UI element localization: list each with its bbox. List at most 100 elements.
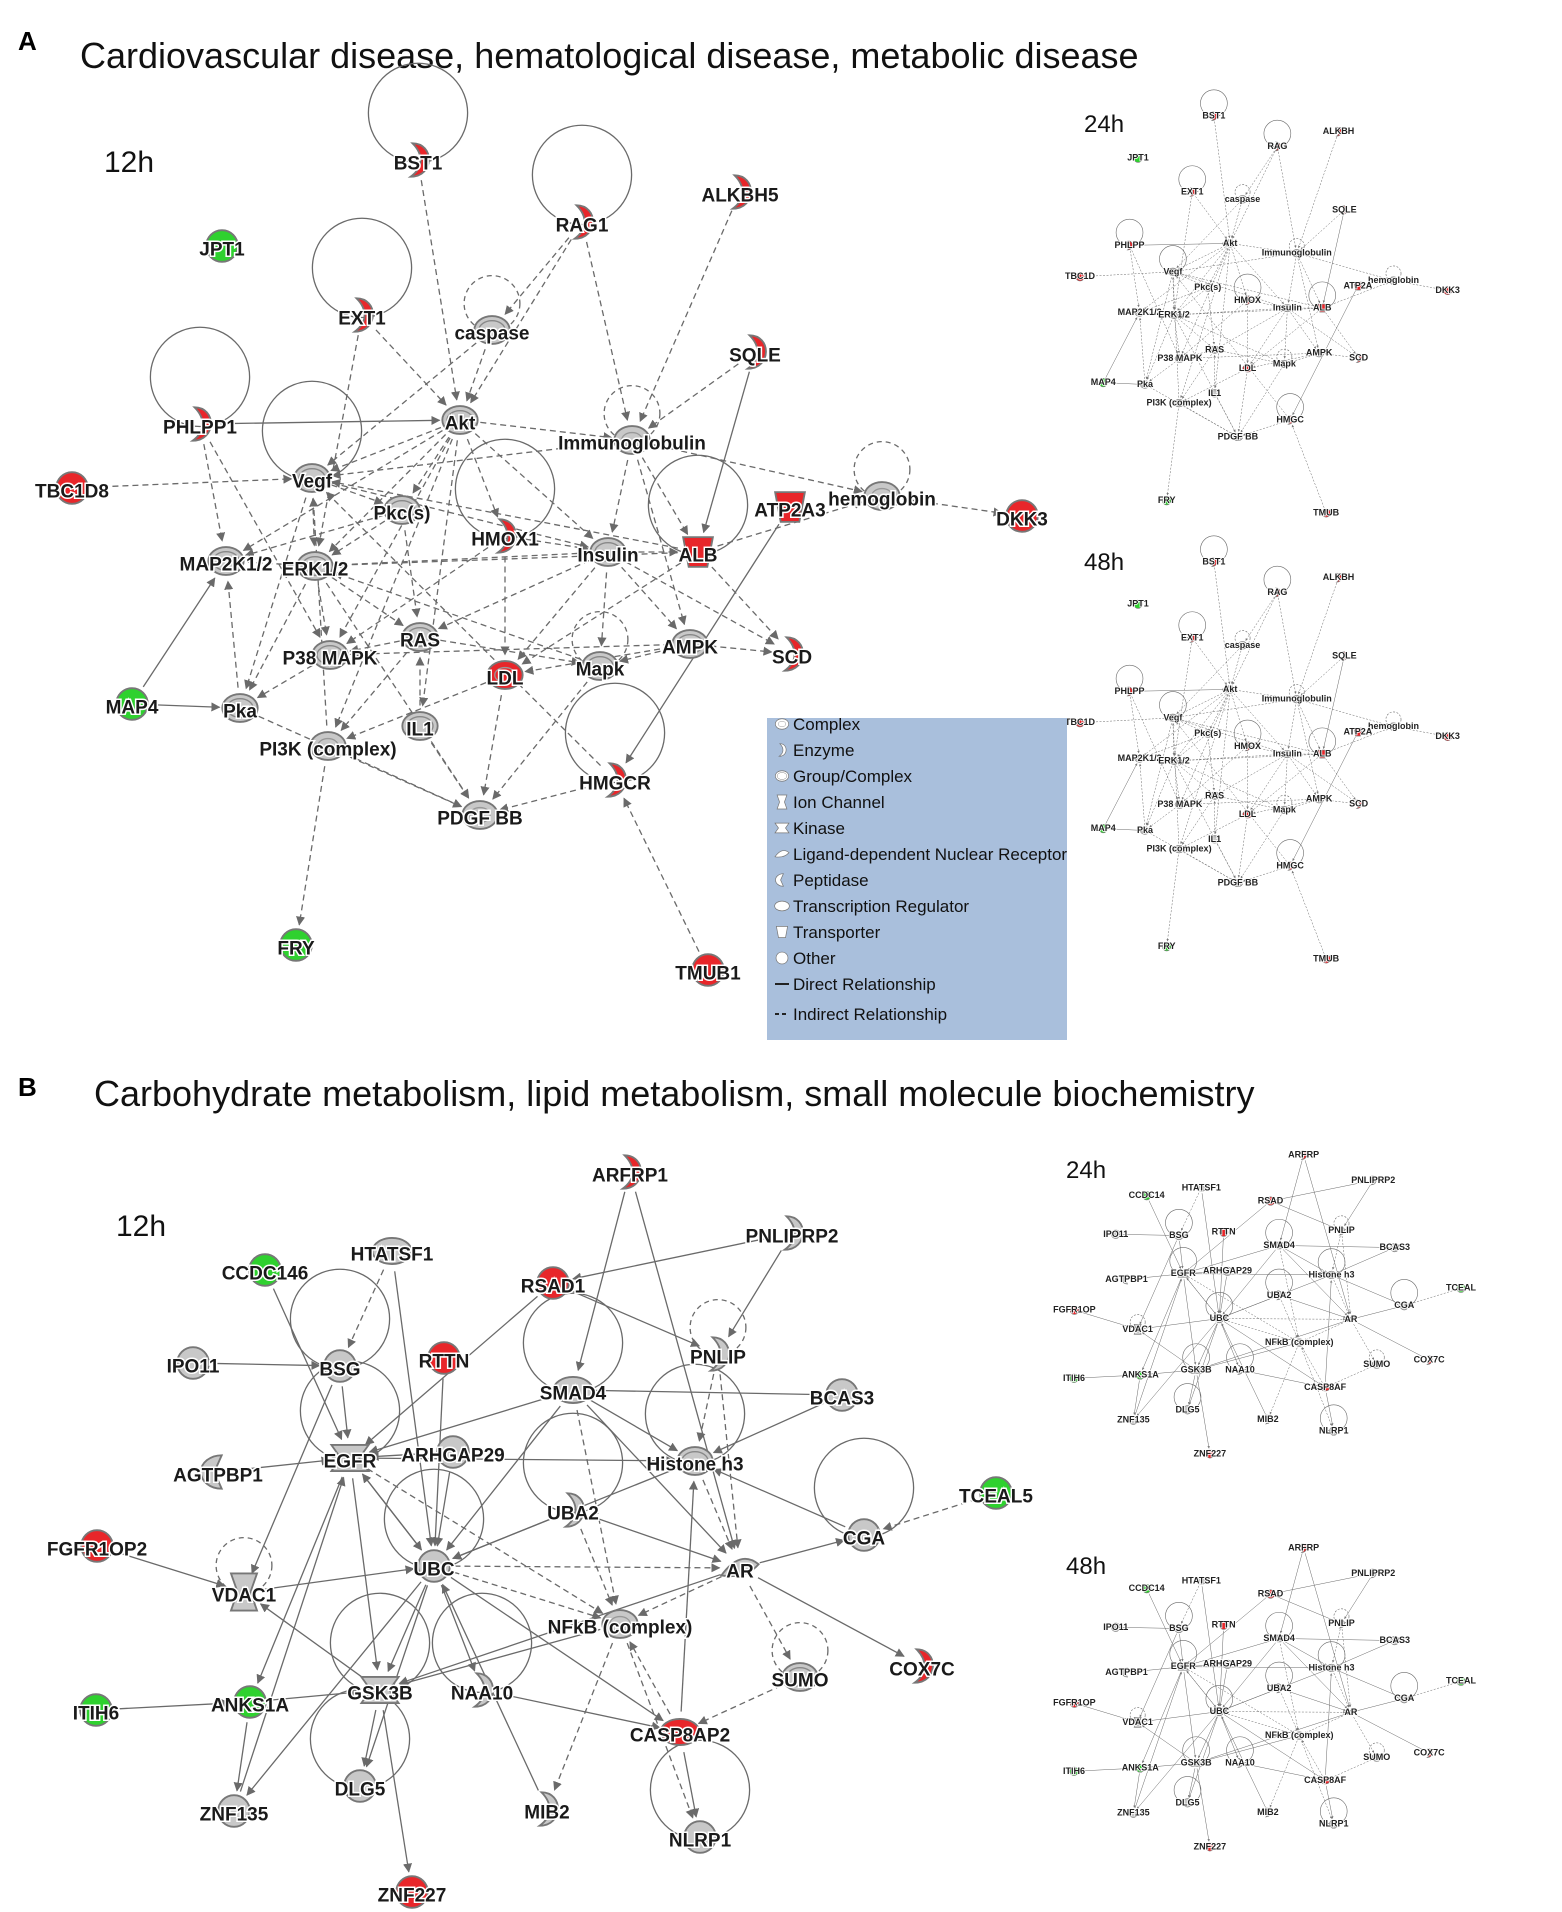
node-sumo[interactable]: SUMO (1362, 1358, 1391, 1370)
node-insulin[interactable]: Insulin (1272, 748, 1303, 760)
node-ext1[interactable]: EXT1 (1180, 632, 1204, 644)
node-il1[interactable]: IL1 (1207, 833, 1222, 845)
node-hemoglobin[interactable]: hemoglobin (1367, 274, 1420, 286)
node-tbc1d8[interactable]: TBC1D8 (34, 471, 110, 505)
node-casp8ap2[interactable]: CASP8AP2 (628, 1718, 732, 1748)
node-insulin[interactable]: Insulin (576, 537, 640, 568)
node-immunoglobulin[interactable]: Immunoglobulin (1261, 693, 1333, 705)
node-jpt1[interactable]: JPT1 (1127, 152, 1150, 164)
node-smad4[interactable]: SMAD4 (538, 1376, 608, 1406)
node-map2k1_2[interactable]: MAP2K1/2 (1117, 752, 1163, 764)
node-sumo[interactable]: SUMO (770, 1662, 830, 1693)
node-naa10[interactable]: NAA10 (449, 1672, 515, 1708)
node-nfkb[interactable]: NFkB (complex) (546, 1609, 694, 1640)
node-ampk[interactable]: AMPK (661, 629, 720, 660)
node-pdgfbb[interactable]: PDGF BB (1217, 431, 1260, 443)
node-ras[interactable]: RAS (1204, 790, 1225, 802)
node-rttn[interactable]: RTTN (1211, 1226, 1237, 1238)
node-pkcs[interactable]: Pkc(s) (372, 495, 432, 526)
node-arfrp1[interactable]: ARFRP (1287, 1542, 1320, 1554)
node-erk1_2[interactable]: ERK1/2 (1158, 755, 1191, 767)
node-mib2[interactable]: MIB2 (1256, 1413, 1279, 1425)
node-fgfr1op2[interactable]: FGFR1OP (1052, 1304, 1096, 1316)
node-ldl[interactable]: LDL (1238, 808, 1257, 820)
node-p38mapk[interactable]: P38 MAPK (281, 640, 379, 671)
node-fgfr1op2[interactable]: FGFR1OP2 (45, 1529, 149, 1563)
node-ras[interactable]: RAS (1204, 344, 1225, 356)
node-phlpp1[interactable]: PHLPP (1114, 685, 1146, 697)
node-il1[interactable]: IL1 (1207, 387, 1222, 399)
node-ar[interactable]: AR (719, 1557, 760, 1584)
node-bcas3[interactable]: BCAS3 (1379, 1241, 1411, 1253)
node-pi3k[interactable]: PI3K (complex) (258, 731, 398, 762)
node-ipo11[interactable]: IPO11 (1102, 1621, 1129, 1633)
node-bst1[interactable]: BST1 (392, 142, 444, 178)
node-erk1_2[interactable]: ERK1/2 (280, 551, 350, 582)
node-cga[interactable]: CGA (1393, 1299, 1415, 1311)
node-fry[interactable]: FRY (1157, 940, 1176, 952)
node-tceal5[interactable]: TCEAL (1445, 1282, 1477, 1294)
node-rag1[interactable]: RAG (1267, 140, 1289, 152)
node-pka[interactable]: Pka (1136, 378, 1155, 390)
node-nfkb[interactable]: NFkB (complex) (1264, 1336, 1334, 1348)
node-tmub1[interactable]: TMUB (1312, 507, 1340, 519)
node-nlrp1[interactable]: NLRP1 (1318, 1425, 1349, 1437)
node-alb[interactable]: ALB (1312, 302, 1332, 314)
node-tbc1d8[interactable]: TBC1D (1064, 716, 1096, 728)
node-alb[interactable]: ALB (677, 536, 719, 568)
node-arhgap29[interactable]: ARHGAP29 (400, 1435, 506, 1469)
node-casp8ap2[interactable]: CASP8AF (1303, 1381, 1347, 1393)
node-hemoglobin[interactable]: hemoglobin (827, 481, 937, 512)
node-mib2[interactable]: MIB2 (523, 1791, 571, 1827)
node-hmox1[interactable]: HMOX1 (470, 518, 541, 554)
node-phlpp1[interactable]: PHLPP (1114, 239, 1146, 251)
node-atp2a3[interactable]: ATP2A (1343, 280, 1374, 292)
node-rttn[interactable]: RTTN (417, 1341, 471, 1375)
node-ubc[interactable]: UBC (1209, 1312, 1230, 1324)
node-egfr[interactable]: EGFR (1170, 1267, 1197, 1279)
node-dkk3[interactable]: DKK3 (1435, 730, 1461, 742)
node-immunoglobulin[interactable]: Immunoglobulin (1261, 247, 1333, 259)
node-akt[interactable]: Akt (1222, 237, 1238, 249)
node-ldl[interactable]: LDL (485, 660, 525, 691)
node-gsk3b[interactable]: GSK3B (346, 1676, 414, 1706)
node-vegf[interactable]: Vegf (1163, 712, 1185, 724)
node-hemoglobin[interactable]: hemoglobin (1367, 720, 1420, 732)
node-dlg5[interactable]: DLG5 (1175, 1404, 1201, 1416)
node-jpt1[interactable]: JPT1 (1127, 598, 1150, 610)
node-atp2a3[interactable]: ATP2A3 (753, 491, 827, 523)
node-hmox1[interactable]: HMOX (1233, 294, 1262, 306)
node-znf227[interactable]: ZNF227 (1193, 1448, 1227, 1460)
node-naa10[interactable]: NAA10 (1224, 1757, 1255, 1769)
node-dlg5[interactable]: DLG5 (1175, 1797, 1201, 1809)
node-bsg[interactable]: BSG (1168, 1622, 1189, 1634)
node-tmub1[interactable]: TMUB1 (674, 953, 743, 987)
node-atp2a3[interactable]: ATP2A (1343, 726, 1374, 738)
node-rsad1[interactable]: RSAD (1257, 1195, 1285, 1207)
node-ubc[interactable]: UBC (1209, 1705, 1230, 1717)
node-anks1a[interactable]: ANKS1A (209, 1685, 291, 1719)
node-rttn[interactable]: RTTN (1211, 1619, 1237, 1631)
node-gsk3b[interactable]: GSK3B (1180, 1364, 1213, 1376)
node-bsg[interactable]: BSG (318, 1349, 362, 1383)
node-sqle[interactable]: SQLE (1331, 650, 1357, 662)
node-cox7c[interactable]: COX7C (888, 1648, 957, 1684)
node-egfr[interactable]: EGFR (322, 1444, 378, 1474)
node-naa10[interactable]: NAA10 (1224, 1364, 1255, 1376)
node-pi3k[interactable]: PI3K (complex) (1146, 843, 1213, 855)
node-fry[interactable]: FRY (276, 928, 316, 962)
node-pdgfbb[interactable]: PDGF BB (436, 800, 524, 831)
node-mapk[interactable]: Mapk (1272, 804, 1298, 816)
node-rag1[interactable]: RAG (1267, 586, 1289, 598)
node-vdac1[interactable]: VDAC1 (1122, 1323, 1154, 1335)
node-pnliprp2[interactable]: PNLIPRP2 (1351, 1174, 1397, 1186)
node-ext1[interactable]: EXT1 (337, 297, 388, 333)
node-arhgap29[interactable]: ARHGAP29 (1202, 1658, 1253, 1670)
node-nlrp1[interactable]: NLRP1 (667, 1820, 733, 1854)
node-bcas3[interactable]: BCAS3 (808, 1378, 876, 1412)
node-p38mapk[interactable]: P38 MAPK (1157, 798, 1204, 810)
node-tmub1[interactable]: TMUB (1312, 953, 1340, 965)
node-map4[interactable]: MAP4 (1090, 822, 1117, 834)
node-caspase[interactable]: caspase (1224, 193, 1261, 205)
node-akt[interactable]: Akt (441, 405, 479, 436)
